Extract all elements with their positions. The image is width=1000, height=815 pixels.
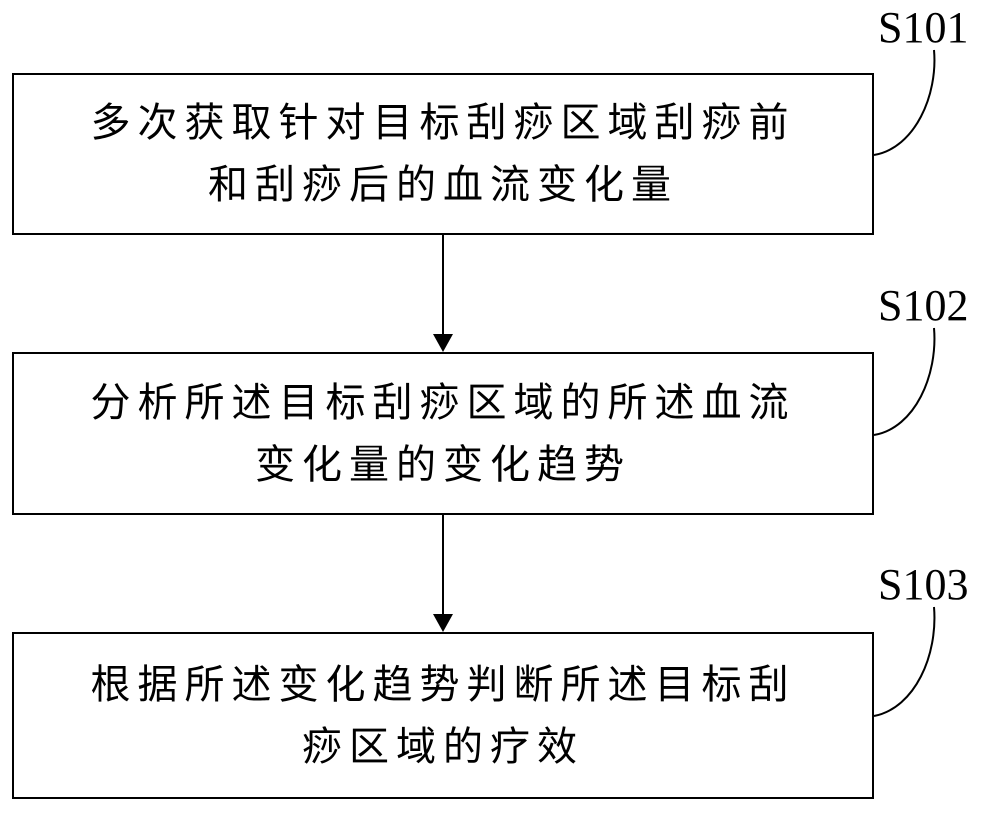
leader-line-s103 [874, 607, 934, 716]
arrowhead-s103 [433, 614, 453, 632]
step-text-line: 根据所述变化趋势判断所述目标刮 [91, 654, 796, 716]
arrowhead-s102 [433, 334, 453, 352]
leader-line-s102 [874, 328, 934, 435]
leader-line-s101 [874, 50, 934, 155]
step-box-s103: 根据所述变化趋势判断所述目标刮 痧区域的疗效 [12, 632, 874, 799]
step-box-s101: 多次获取针对目标刮痧区域刮痧前 和刮痧后的血流变化量 [12, 73, 874, 235]
step-text-line: 和刮痧后的血流变化量 [208, 154, 678, 216]
step-label-s103: S103 [878, 563, 968, 607]
step-text-line: 分析所述目标刮痧区域的所述血流 [91, 372, 796, 434]
step-text-line: 多次获取针对目标刮痧区域刮痧前 [91, 92, 796, 154]
step-label-s102: S102 [878, 284, 968, 328]
step-label-s101: S101 [878, 6, 968, 50]
step-text-line: 痧区域的疗效 [302, 716, 584, 778]
step-text-line: 变化量的变化趋势 [255, 434, 631, 496]
step-box-s102: 分析所述目标刮痧区域的所述血流 变化量的变化趋势 [12, 352, 874, 515]
